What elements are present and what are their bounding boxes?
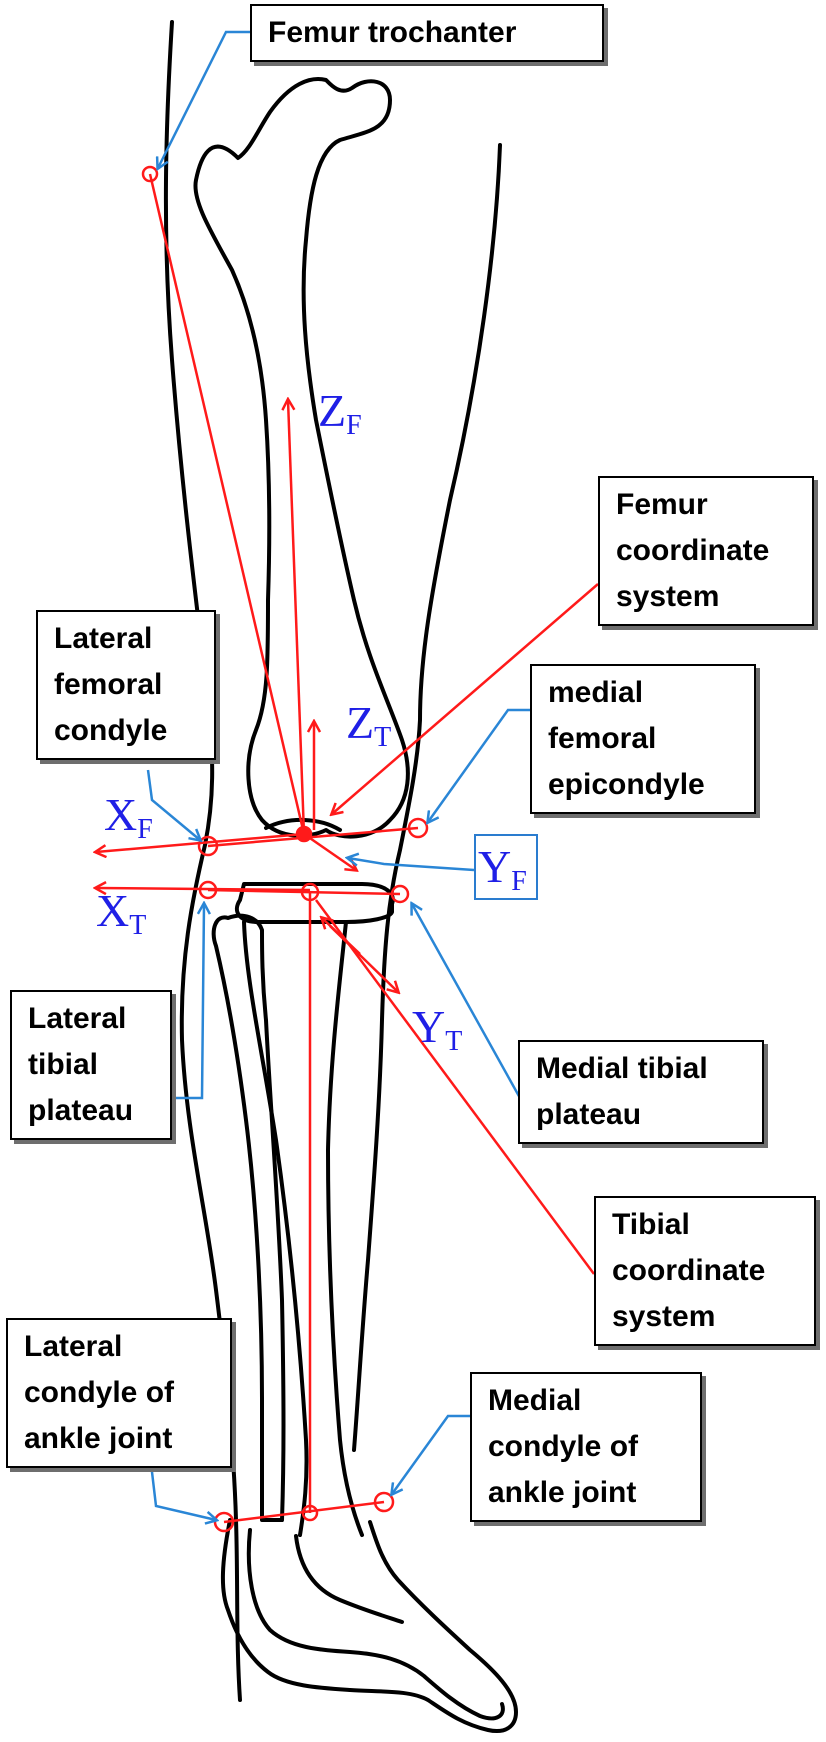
femoral-epicondylar-line — [207, 826, 419, 848]
fibula-bone — [211, 913, 286, 1522]
medial-ankle-marker — [373, 1491, 395, 1513]
medial-femoral-epicondyle-label: medial femoral epicondyle — [530, 664, 756, 814]
yf-box — [474, 834, 538, 900]
medial-femoral-epicondyle-leader — [428, 708, 530, 822]
leg-outline-lateral — [163, 20, 242, 1702]
medial-tibial-plateau-marker — [390, 884, 410, 904]
xt-axis-label: XT — [96, 885, 147, 941]
xf-axis-label: XF — [104, 789, 153, 845]
femur-cs-pointer — [332, 583, 599, 814]
femur-mechanical-axis — [148, 173, 306, 835]
lateral-femoral-condyle-label: Lateral femoral condyle — [36, 610, 216, 760]
lateral-femoral-condyle-leader — [146, 769, 200, 840]
lateral-tibial-plateau-leader — [172, 904, 204, 1100]
femur-bone — [193, 77, 410, 839]
tibia-bone — [242, 920, 364, 1537]
yf-axis-label: YF — [478, 841, 527, 897]
lateral-condyle-ankle-label: Lateral condyle of ankle joint — [6, 1318, 232, 1468]
lateral-ankle-leader — [148, 1454, 216, 1520]
medial-femoral-epicondyle-marker — [407, 817, 429, 839]
medial-condyle-ankle-label: Medial condyle of ankle joint — [470, 1372, 702, 1522]
foot-bones — [246, 1528, 505, 1721]
femur-trochanter-label: Femur trochanter — [250, 4, 604, 62]
leg-outline-medial — [352, 143, 502, 1452]
tibial-coordinate-system-label: Tibial coordinate system — [594, 1196, 816, 1346]
zt-axis-label: ZT — [346, 697, 392, 753]
yt-axis-label: YT — [412, 1001, 463, 1057]
yf-axis — [303, 832, 356, 870]
yf-leader — [348, 858, 475, 872]
xt-axis — [96, 888, 311, 890]
trochanter-marker — [141, 165, 159, 183]
medial-ankle-leader — [392, 1414, 470, 1494]
knee-center-marker — [295, 825, 313, 843]
medial-tibial-plateau-label: Medial tibial plateau — [518, 1040, 764, 1144]
lateral-tibial-plateau-label: Lateral tibial plateau — [10, 990, 172, 1140]
lateral-femoral-condyle-marker — [197, 835, 219, 857]
tibial-cs-pointer — [314, 899, 596, 1275]
zf-axis — [288, 400, 306, 835]
tibial-plateau-line — [207, 888, 401, 896]
femur-coordinate-system-label: Femur coordinate system — [598, 476, 814, 626]
trochanter-leader — [158, 30, 250, 168]
lateral-tibial-plateau-marker — [198, 880, 218, 900]
tibial-center-marker — [300, 882, 320, 902]
zf-axis-label: ZF — [318, 385, 362, 441]
yt-axis-back — [322, 918, 361, 955]
ankle-center-marker — [301, 1504, 319, 1522]
foot-outline — [220, 1518, 518, 1733]
